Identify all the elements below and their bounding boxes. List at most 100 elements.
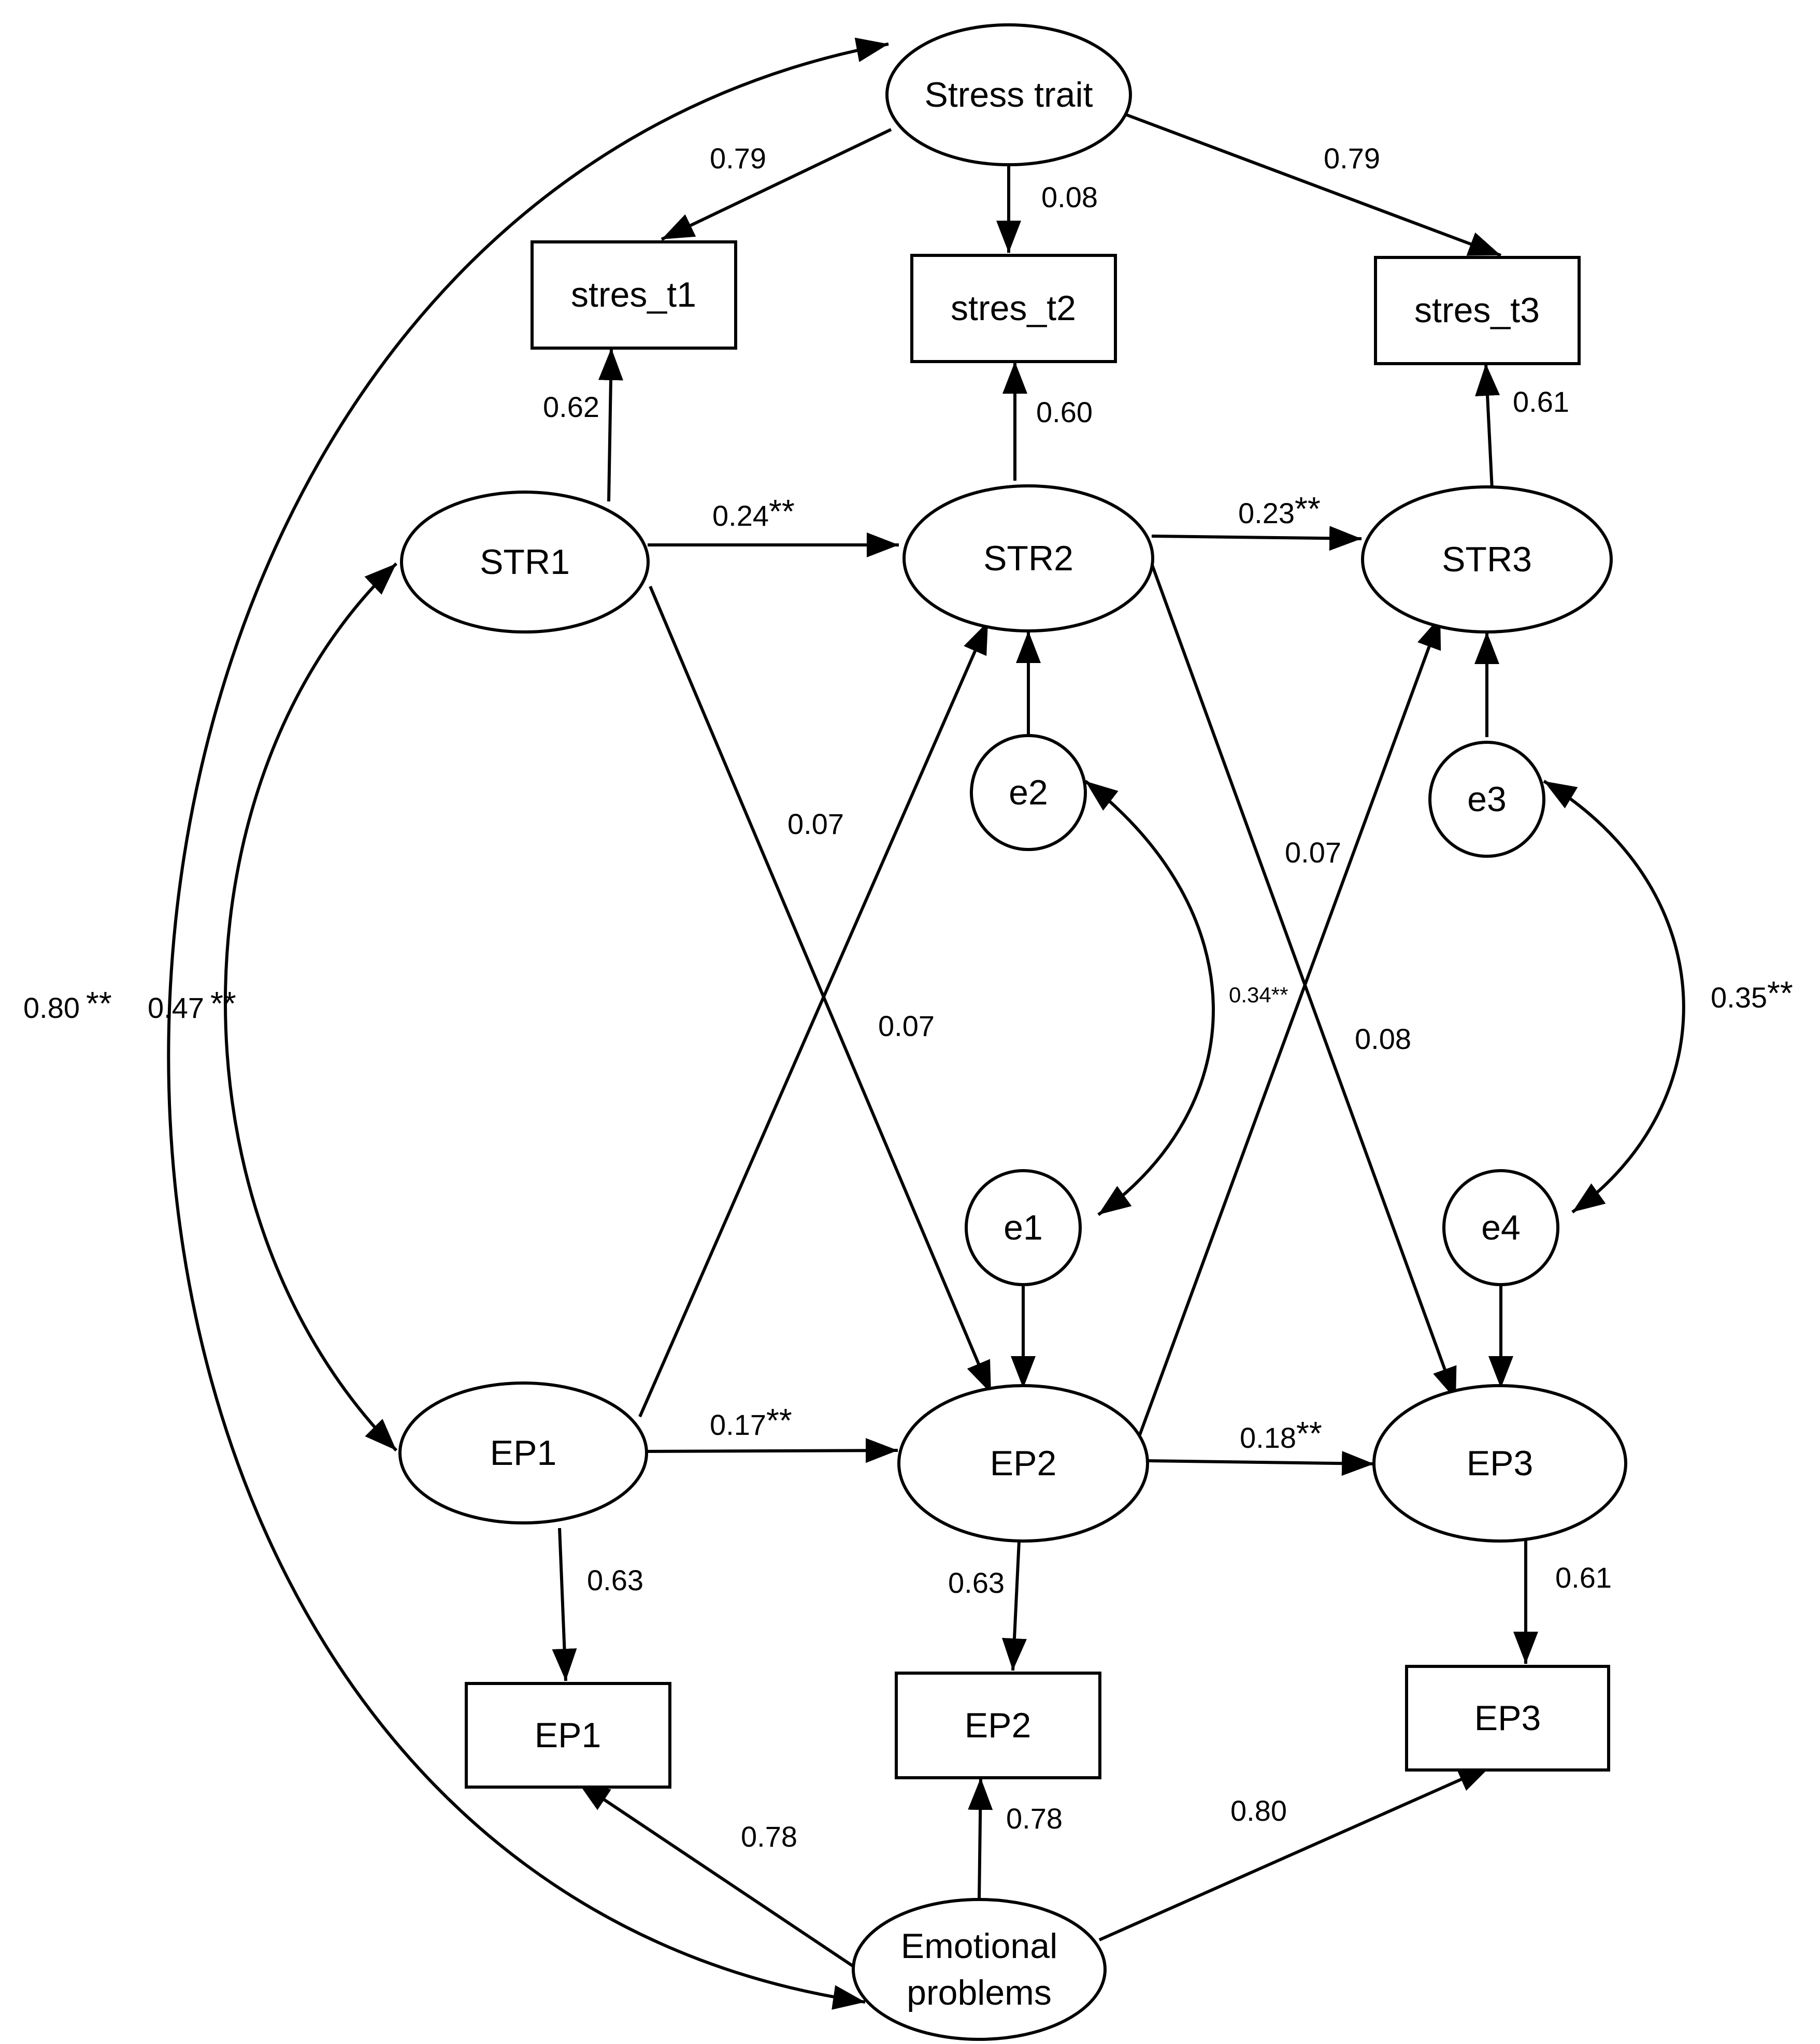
label-ep1-latent: EP1 [490, 1433, 557, 1473]
node-stress-trait [885, 23, 1132, 166]
node-str2 [902, 484, 1154, 632]
cov-e1-e2 [1084, 780, 1215, 1216]
coef-ep1-ep2: 0.17** [710, 1402, 792, 1441]
node-e2 [970, 734, 1087, 851]
label-e4: e4 [1481, 1208, 1521, 1247]
coef-str1-ep1: 0.47** [148, 985, 236, 1024]
coef-e1-e2-value: 0.34 [1229, 983, 1271, 1007]
edge-emotional-to-ep1 [577, 1780, 856, 1969]
node-ep1-latent [398, 1381, 648, 1524]
edge-ep1-to-ep2 [646, 1438, 898, 1463]
node-str3 [1361, 485, 1613, 634]
coef-e3-e4: 0.35** [1711, 974, 1793, 1014]
edge-ep2-to-obs [1002, 1541, 1027, 1671]
edge-str2-to-str3 [1151, 526, 1362, 551]
coef-str2-t2: 0.60 [1036, 396, 1093, 428]
coef-trait-emotional: 0.80** [23, 985, 112, 1024]
node-stres-t2 [910, 254, 1117, 363]
label-emotional-line1: Emotional [901, 1926, 1057, 1966]
edge-emotional-to-ep2 [968, 1777, 993, 1901]
coef-str1-str2-sig: ** [769, 493, 795, 530]
node-stres-t1 [531, 240, 737, 350]
coef-trait-t2: 0.08 [1041, 181, 1098, 213]
label-e3: e3 [1467, 780, 1507, 819]
coef-str1-ep1-value: 0.47 [148, 991, 204, 1024]
label-ep3-obs: EP3 [1474, 1698, 1541, 1738]
label-stres-t2: stres_t2 [951, 289, 1076, 328]
label-ep1-obs: EP1 [535, 1716, 601, 1755]
node-ep1-obs [465, 1682, 671, 1789]
label-e1: e1 [1004, 1208, 1043, 1247]
coef-trait-emotional-value: 0.80 [23, 991, 80, 1024]
coef-str3-t3: 0.61 [1513, 385, 1569, 418]
coef-str1-str2: 0.24** [712, 493, 795, 532]
coef-ep1-obs: 0.63 [587, 1564, 643, 1596]
node-str1 [400, 491, 650, 634]
node-emotional-problems [852, 1898, 1107, 2041]
coef-emo-ep2: 0.78 [1006, 1802, 1063, 1835]
edge-ep1-to-str2 [638, 621, 990, 1418]
coef-trait-t1: 0.79 [710, 142, 766, 175]
label-ep2-obs: EP2 [965, 1706, 1031, 1745]
coef-str1-str2-value: 0.24 [712, 499, 769, 532]
coef-emo-ep3: 0.80 [1230, 1794, 1287, 1827]
node-ep3-obs [1405, 1665, 1610, 1772]
coef-e1-e2-sig: ** [1271, 983, 1288, 1007]
coef-ep3-obs: 0.61 [1555, 1561, 1612, 1594]
label-ep2-latent: EP2 [990, 1444, 1057, 1483]
coef-e3-e4-sig: ** [1767, 974, 1793, 1012]
coef-str2-ep3: 0.07 [1285, 836, 1341, 869]
edge-emotional-to-ep3 [1098, 1765, 1492, 1941]
label-str1: STR1 [480, 542, 570, 582]
label-emotional-line2: problems [907, 1973, 1052, 2012]
node-ep2-latent [897, 1384, 1149, 1543]
coef-emo-ep1: 0.78 [741, 1820, 797, 1853]
node-e3 [1428, 741, 1545, 858]
coef-str1-t1: 0.62 [543, 391, 599, 423]
coef-ep1-ep2-sig: ** [766, 1402, 792, 1439]
label-ep3-latent: EP3 [1467, 1444, 1534, 1483]
edge-trait-to-stres-t1 [661, 128, 892, 241]
coef-ep2-ep3-value: 0.18 [1240, 1421, 1296, 1454]
edge-ep1-to-obs [552, 1528, 577, 1681]
node-e1 [965, 1169, 1082, 1286]
edge-str2-to-ep3 [1149, 558, 1457, 1401]
edge-str3-to-stres-t3 [1475, 363, 1500, 490]
label-str2: STR2 [983, 539, 1073, 578]
coef-str2-str3-value: 0.23 [1238, 497, 1295, 529]
coef-e1-e2: 0.34** [1229, 983, 1288, 1007]
coef-trait-emotional-sig: ** [86, 985, 112, 1022]
coef-ep2-str3: 0.08 [1355, 1023, 1411, 1055]
edge-str1-to-ep2 [649, 585, 993, 1394]
coef-ep2-ep3-sig: ** [1296, 1415, 1322, 1452]
label-str3: STR3 [1442, 540, 1532, 579]
node-stres-t3 [1374, 256, 1581, 365]
coef-str2-str3: 0.23** [1238, 490, 1321, 529]
edge-str1-to-stres-t1 [598, 348, 623, 502]
coef-str2-str3-sig: ** [1295, 490, 1321, 527]
edges [167, 37, 1685, 2010]
node-ep3-latent [1372, 1384, 1627, 1543]
nodes: Stress trait stres_t1 stres_t2 stres_t3 … [398, 23, 1627, 2041]
coefficient-labels: 0.79 0.08 0.79 0.62 0.60 0.61 0.24** 0.2… [23, 142, 1793, 1853]
coef-e3-e4-value: 0.35 [1711, 981, 1767, 1014]
coef-ep1-str2: 0.07 [878, 1010, 935, 1042]
coef-trait-t3: 0.79 [1324, 142, 1380, 175]
node-e4 [1442, 1169, 1559, 1286]
coef-ep2-obs: 0.63 [948, 1566, 1005, 1599]
coef-str1-ep2: 0.07 [787, 808, 844, 840]
edge-ep2-to-ep3 [1146, 1451, 1374, 1476]
label-e2: e2 [1009, 773, 1048, 812]
cov-trait-emotional [167, 37, 889, 2010]
coef-ep2-ep3: 0.18** [1240, 1415, 1322, 1454]
cov-e3-e4 [1543, 780, 1685, 1214]
node-ep2-obs [895, 1672, 1101, 1779]
edge-ep2-to-str3 [1138, 615, 1442, 1436]
coef-ep1-ep2-value: 0.17 [710, 1408, 766, 1441]
label-stres-t3: stres_t3 [1414, 291, 1540, 330]
label-stres-t1: stres_t1 [571, 275, 696, 314]
coef-str1-ep1-sig: ** [210, 985, 236, 1022]
cov-str1-ep1 [224, 562, 398, 1452]
label-stress-trait: Stress trait [925, 75, 1093, 114]
